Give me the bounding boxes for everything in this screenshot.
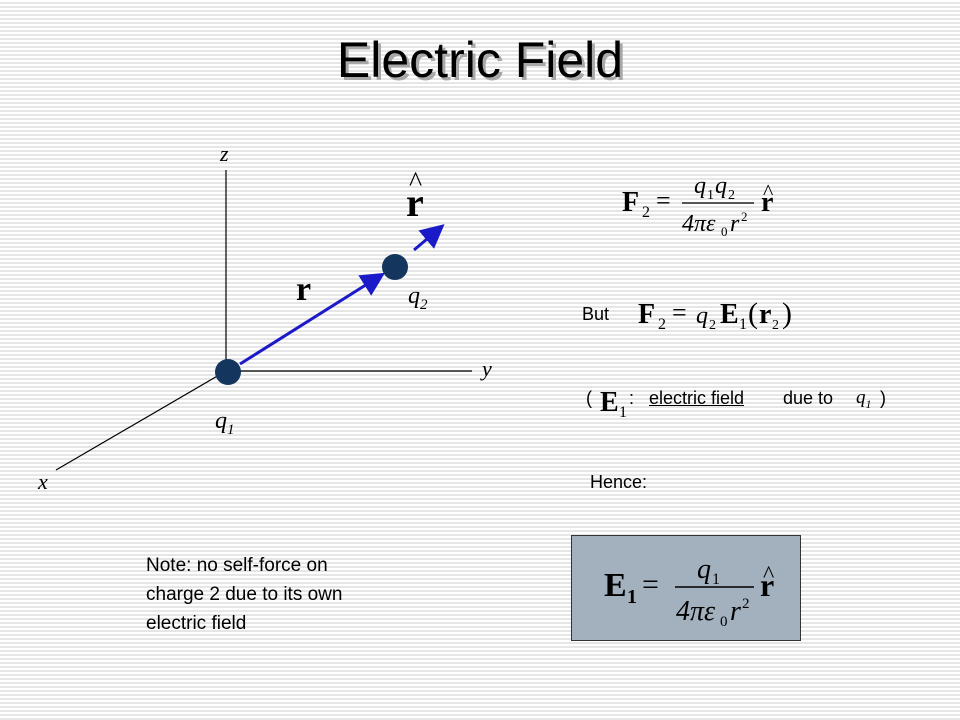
charge1-label: q1 (215, 408, 235, 443)
note-text: Note: no self-force on charge 2 due to i… (146, 551, 342, 638)
x-axis (55, 370, 227, 471)
but-E-sub: 1 (739, 316, 747, 333)
but-q: q (696, 303, 708, 329)
definition-open-paren: ( (586, 388, 592, 408)
but-arg-sub: 2 (772, 318, 779, 333)
definition-colon: : (629, 388, 635, 408)
but-arg-r: r (759, 299, 771, 330)
definition-E: E (600, 387, 619, 418)
force-equals: = (656, 186, 671, 215)
but-equation: F 2 = q 2 E 1 ( r 2 ) (638, 297, 792, 333)
definition-q: q (856, 387, 866, 408)
force-unit: r (761, 187, 773, 218)
force-num-q2-sub: 2 (728, 188, 735, 203)
result-equation-box: E 1 = q 1 4πε 0 r 2 ^ r (571, 535, 801, 641)
definition-q-sub: 1 (865, 396, 872, 411)
but-close-paren: ) (782, 297, 792, 330)
charge1-q: q (215, 408, 227, 434)
result-num: q (697, 554, 711, 585)
force-num-q1: q (694, 173, 706, 199)
result-equation: E 1 = q 1 4πε 0 r 2 ^ r (604, 554, 774, 630)
charge2-dot (382, 254, 408, 280)
definition-due-to: due to (783, 388, 834, 408)
force-den: 4πε (682, 211, 716, 237)
r-vector-label: r (296, 271, 312, 308)
result-equals: = (642, 568, 659, 601)
result-num-sub: 1 (712, 571, 720, 588)
but-lhs-sub: 2 (658, 316, 666, 333)
x-axis-label: x (38, 469, 48, 494)
charge2-q: q (408, 283, 420, 309)
slide-title: Electric Field (336, 32, 624, 88)
result-unit-hat: ^ (763, 562, 774, 588)
r-vector-arrow (239, 272, 386, 366)
force-lhs-sub: 2 (642, 204, 650, 221)
hence-label: Hence: (590, 472, 648, 492)
result-lhs-sub: 1 (627, 586, 637, 608)
unit-vector-arrow (413, 224, 445, 252)
definition-E-sub: 1 (619, 404, 627, 420)
force-num-q2: q (715, 173, 727, 199)
force-num-q1-sub: 1 (707, 188, 714, 203)
unit-vector-r: r (406, 180, 424, 225)
result-den-r: r (730, 596, 741, 627)
but-E: E (720, 299, 739, 330)
definition-close-paren: ) (880, 388, 886, 408)
but-q-sub: 2 (709, 318, 716, 333)
but-lhs: F (638, 299, 655, 330)
result-den-exp: 2 (742, 596, 750, 612)
charge2-sub: 2 (420, 296, 428, 313)
result-unit: r (760, 567, 774, 603)
but-equals: = (672, 298, 687, 327)
force-den-exp: 2 (741, 209, 748, 224)
force-den-sub: 0 (721, 224, 728, 239)
but-open-paren: ( (748, 297, 758, 330)
unit-vector-hat: ^ (409, 167, 423, 198)
result-den: 4πε (676, 596, 715, 627)
definition-electric-field: electric field (649, 388, 745, 408)
definition-q1: q1 (856, 387, 872, 415)
note-line-2: charge 2 due to its own (146, 584, 343, 605)
unit-vector-label: ^ r (402, 168, 432, 224)
charge2-label: q2 (408, 283, 428, 318)
force-equation: F 2 = q 1 q 2 4πε 0 r 2 ^ r (622, 173, 774, 239)
force-unit-hat: ^ (763, 179, 774, 204)
note-line-3: electric field (146, 613, 247, 634)
result-den-sub: 0 (720, 614, 728, 630)
note-line-1: Note: no self-force on (146, 555, 328, 576)
result-lhs: E (604, 567, 627, 604)
charge1-sub: 1 (227, 421, 235, 438)
charge1-dot (215, 359, 241, 385)
force-lhs: F (622, 187, 639, 218)
definition-E-symbol: E 1 (600, 387, 627, 420)
force-den-r: r (730, 211, 740, 237)
but-label: But (582, 304, 610, 324)
z-axis-label: z (220, 141, 229, 166)
y-axis-label: y (482, 356, 492, 381)
